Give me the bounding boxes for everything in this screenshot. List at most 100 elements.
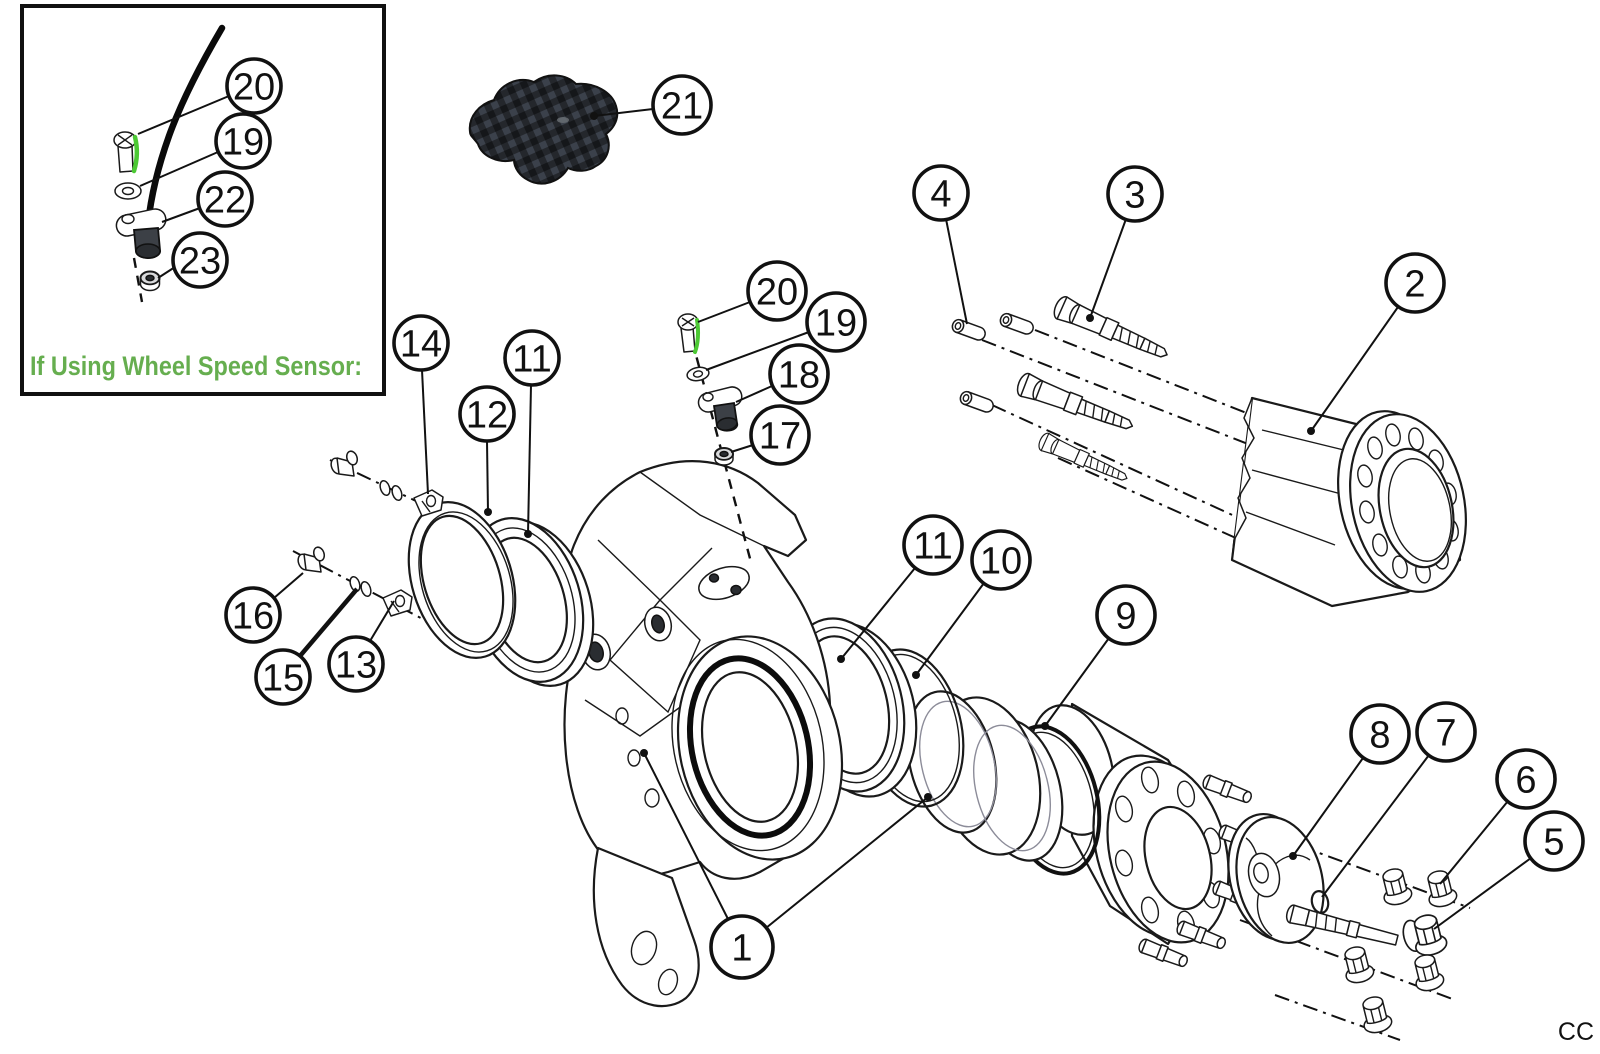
callout-number-19: 19 [815, 303, 857, 345]
callout-1: 1 [709, 914, 775, 980]
footer-mark: CC [1558, 1018, 1594, 1046]
green-highlight-inset [131, 134, 140, 174]
leader-dot-3 [1086, 314, 1094, 322]
callout-number-15: 15 [262, 658, 304, 700]
wheel-studs-part [1013, 293, 1173, 488]
leader-dot-1 [924, 793, 932, 801]
callout-4: 4 [912, 164, 970, 222]
callout-13: 13 [327, 635, 385, 693]
sensor-cable [144, 24, 226, 228]
sensor-bolt-inset [113, 131, 140, 174]
callout-9: 9 [1095, 584, 1157, 646]
leader-line-1 [765, 796, 929, 929]
leader-line-19 [139, 151, 219, 187]
callout-number-2: 2 [1404, 264, 1425, 306]
callout-number-19: 19 [222, 122, 264, 164]
carbon-guard-shape [468, 74, 619, 185]
callout-19: 19 [214, 112, 272, 170]
leader-dot-8 [1289, 852, 1297, 860]
o-ring-part [1310, 890, 1330, 914]
callout-21: 21 [651, 74, 713, 136]
sensor-bolt-main [677, 313, 701, 354]
callout-number-17: 17 [759, 416, 801, 458]
callout-7: 7 [1415, 701, 1477, 763]
leader-line-17 [730, 444, 754, 453]
callout-number-4: 4 [930, 174, 951, 216]
callout-11: 11 [902, 514, 964, 576]
leader-line-13 [369, 600, 395, 642]
leader-dot-11 [837, 655, 845, 663]
callout-number-16: 16 [232, 596, 274, 638]
leader-line-16 [273, 572, 304, 599]
leader-line-10 [915, 582, 985, 676]
callout-22: 22 [196, 170, 254, 228]
leader-line-19 [705, 331, 810, 371]
callout-number-21: 21 [661, 86, 703, 128]
callout-2: 2 [1384, 252, 1446, 314]
callout-14: 14 [392, 314, 450, 372]
wheel-stud-long-part [1285, 904, 1448, 956]
callout-number-3: 3 [1124, 175, 1145, 217]
callout-number-20: 20 [756, 272, 798, 314]
callout-19: 19 [805, 291, 867, 353]
leader-line-23 [157, 266, 176, 279]
callout-3: 3 [1106, 165, 1164, 223]
callout-number-22: 22 [204, 180, 246, 222]
clamp-hardware-bottom [297, 546, 413, 617]
sensor-washer-inset [114, 182, 142, 200]
wheel-hub-part [1230, 396, 1467, 608]
inset-dash-line [132, 257, 144, 303]
callout-6: 6 [1495, 748, 1557, 810]
leader-line-12 [486, 440, 489, 513]
callout-23: 23 [171, 231, 229, 289]
dowel-pins-part [949, 311, 1036, 415]
callout-number-5: 5 [1543, 822, 1564, 864]
callout-5: 5 [1523, 810, 1585, 872]
callout-number-18: 18 [778, 355, 820, 397]
inset-label: If Using Wheel Speed Sensor: [30, 351, 362, 381]
callout-15: 15 [254, 648, 312, 706]
leader-dot-12 [484, 508, 492, 516]
sensor-grommet-inset [115, 208, 167, 259]
leader-line-8 [1292, 757, 1364, 857]
callout-number-1: 1 [731, 928, 752, 970]
callout-number-6: 6 [1515, 760, 1536, 802]
leader-dot-1 [640, 749, 648, 757]
sensor-washer-main [686, 366, 710, 382]
clamp-hardware-top [330, 450, 444, 517]
sensor-nut-main [714, 447, 734, 466]
callout-16: 16 [224, 586, 282, 644]
callout-12: 12 [458, 385, 516, 443]
leader-line-14 [421, 369, 429, 495]
callout-17: 17 [749, 404, 811, 466]
callout-18: 18 [768, 343, 830, 405]
leader-line-1 [643, 752, 729, 920]
flanged-locknut-5 [1402, 914, 1448, 956]
leader-dot-10 [912, 671, 920, 679]
sensor-grommet-main [697, 386, 743, 432]
spacer-sleeve-part [906, 690, 1064, 862]
green-highlight-main [693, 318, 701, 354]
leader-line-15 [298, 587, 359, 658]
leader-line-11 [840, 567, 916, 660]
leader-line-20 [697, 301, 751, 323]
hub-bearing-unit [1028, 702, 1271, 971]
leader-line-7 [1321, 754, 1430, 898]
leader-line-3 [1089, 218, 1127, 319]
sensor-hardware-main [677, 313, 754, 567]
leader-dot-21 [590, 112, 598, 120]
leader-line-6 [1439, 800, 1509, 885]
leader-line-4 [945, 218, 968, 325]
callout-20: 20 [225, 57, 283, 115]
callout-number-23: 23 [179, 241, 221, 283]
leader-line-11 [527, 384, 532, 535]
callout-20: 20 [746, 260, 808, 322]
upright-knuckle-part [563, 460, 844, 1008]
callout-number-13: 13 [335, 645, 377, 687]
carbon-guard-part [468, 74, 619, 185]
leader-line-22 [161, 207, 201, 223]
leader-dot-2 [1307, 427, 1315, 435]
